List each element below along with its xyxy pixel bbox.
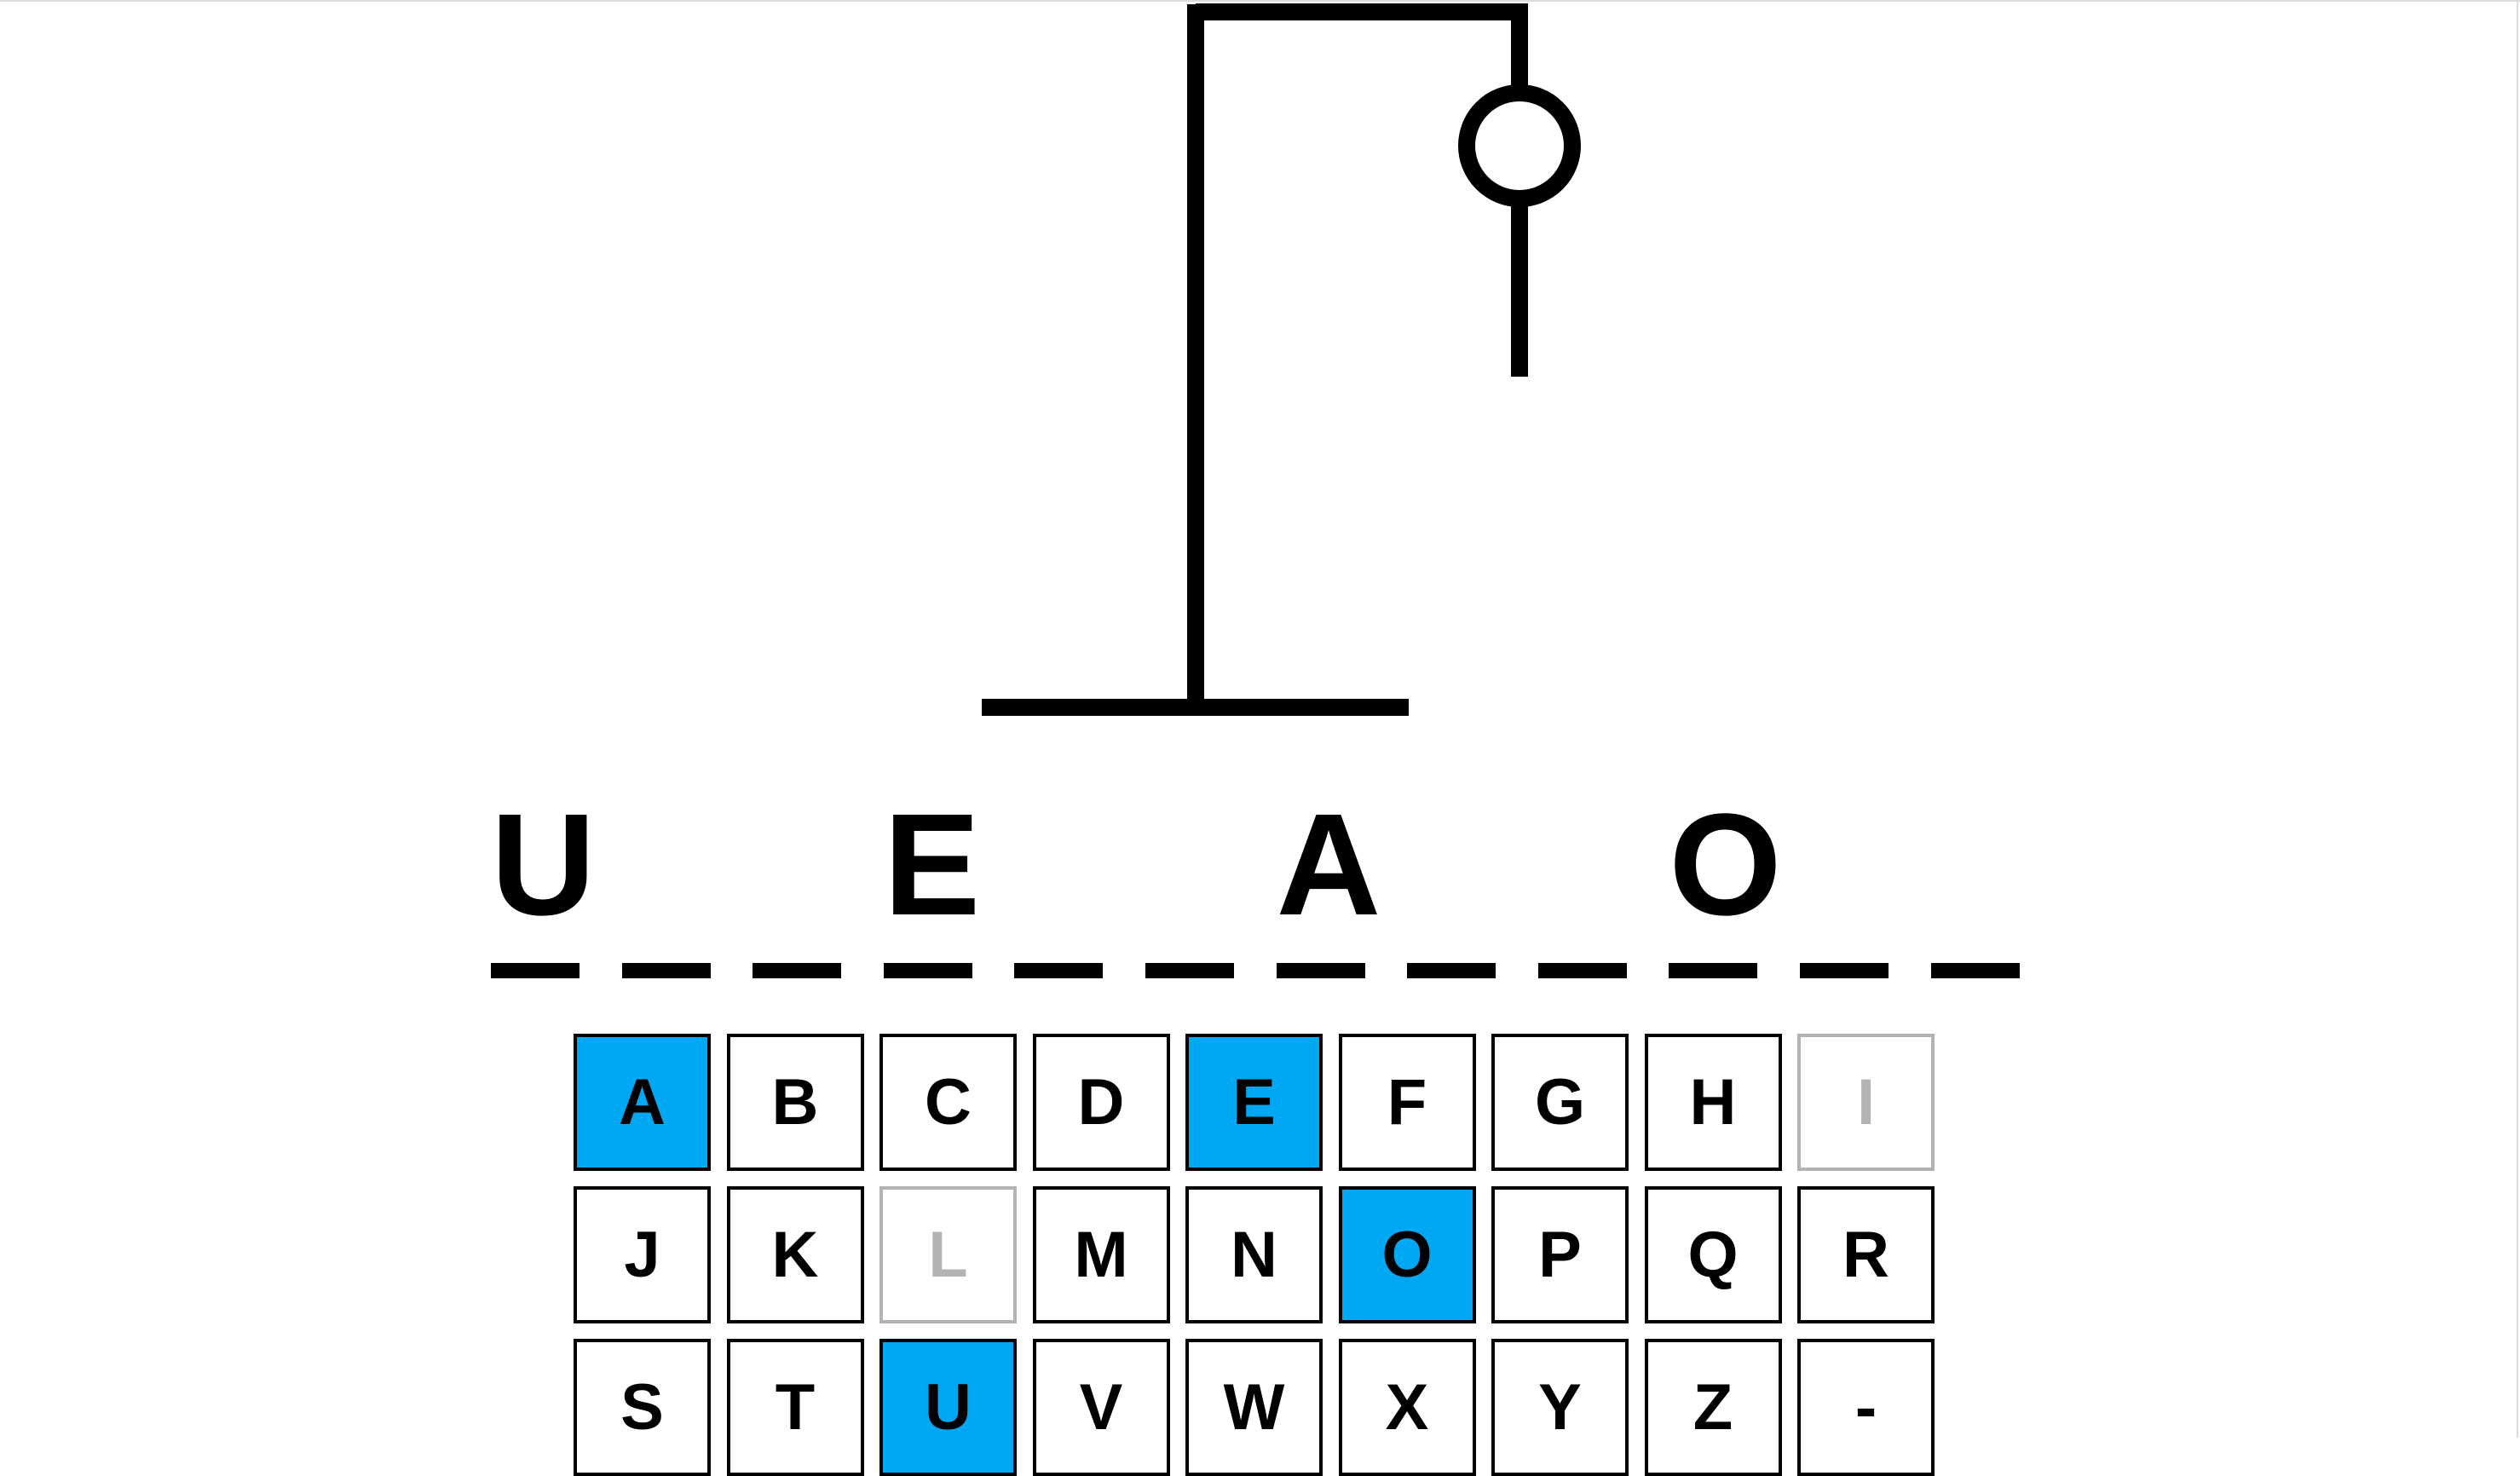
word-slot [621, 793, 711, 980]
right-border [2517, 0, 2518, 1438]
top-border [0, 0, 2520, 2]
word-slot-underline [1800, 963, 1889, 978]
key-t[interactable]: T [726, 1339, 864, 1476]
word-slot-underline [1669, 963, 1758, 978]
word-slot-underline [1276, 963, 1365, 978]
key-e: E [1185, 1034, 1323, 1171]
key-s[interactable]: S [574, 1339, 711, 1476]
word-slot [1407, 793, 1496, 980]
word-slot-underline [1014, 963, 1104, 978]
word-slot [1014, 793, 1104, 980]
word-slot-underline [1407, 963, 1496, 978]
word-slot-underline [1145, 963, 1234, 978]
key-g[interactable]: G [1491, 1034, 1629, 1171]
key-z[interactable]: Z [1644, 1339, 1782, 1476]
word-slot [1800, 793, 1889, 980]
hangman-head [1458, 84, 1581, 207]
key-o: O [1338, 1186, 1476, 1323]
word-slot-letter: O [1669, 784, 1782, 946]
word-slot [1537, 793, 1627, 980]
word-slot [753, 793, 842, 980]
key-n[interactable]: N [1185, 1186, 1323, 1323]
gallows [982, 3, 1528, 716]
word-slot: O [1669, 784, 1782, 980]
word-slot: U [491, 784, 596, 980]
key-m[interactable]: M [1032, 1186, 1170, 1323]
word-slot-underline [491, 963, 580, 978]
key-r[interactable]: R [1797, 1186, 1935, 1323]
key-u: U [879, 1339, 1017, 1476]
hangman-drawing [982, 3, 1581, 716]
word-slot-underline [1537, 963, 1627, 978]
key-p[interactable]: P [1491, 1186, 1629, 1323]
key-y[interactable]: Y [1491, 1339, 1629, 1476]
key-v[interactable]: V [1032, 1339, 1170, 1476]
word-slot-underline [883, 963, 972, 978]
word-slot [1930, 793, 2020, 980]
key-l: L [879, 1186, 1017, 1323]
key-a: A [574, 1034, 711, 1171]
key-h[interactable]: H [1644, 1034, 1782, 1171]
key-i: I [1797, 1034, 1935, 1171]
word-slot: A [1276, 784, 1381, 980]
word-slot-letter: A [1276, 784, 1381, 946]
key-b[interactable]: B [726, 1034, 864, 1171]
key-w[interactable]: W [1185, 1339, 1323, 1476]
word-slot-letter: E [883, 784, 981, 946]
key-x[interactable]: X [1338, 1339, 1476, 1476]
word-slot-letter: U [491, 784, 596, 946]
word-slot-underline [621, 963, 711, 978]
key-k[interactable]: K [726, 1186, 864, 1323]
word-slot-underline [1930, 963, 2020, 978]
key-c[interactable]: C [879, 1034, 1017, 1171]
key-f[interactable]: F [1338, 1034, 1476, 1171]
key-dash[interactable]: - [1797, 1339, 1935, 1476]
word-slot [1145, 793, 1234, 980]
key-j[interactable]: J [574, 1186, 711, 1323]
key-d[interactable]: D [1032, 1034, 1170, 1171]
gallows-beam [1196, 3, 1528, 89]
word-slot-underline [753, 963, 842, 978]
word-slot: E [883, 784, 981, 980]
key-q[interactable]: Q [1644, 1186, 1782, 1323]
